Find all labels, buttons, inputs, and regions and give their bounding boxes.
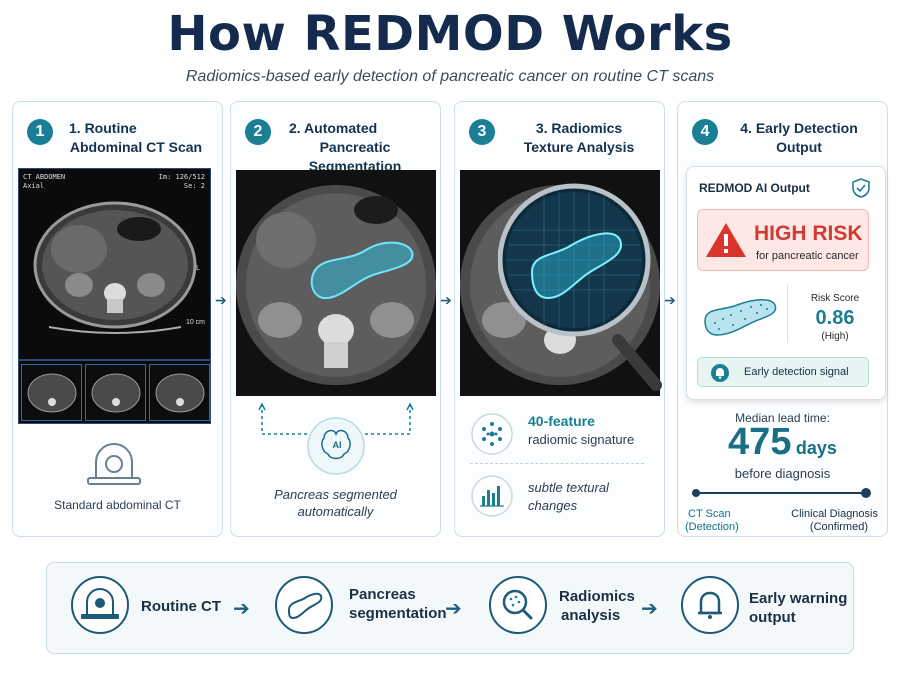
step-title-3-line1: 3. Radiomics	[535, 120, 623, 136]
segmented-ct-image	[236, 170, 436, 396]
timeline-graphic	[692, 488, 871, 498]
magnifier-icon	[502, 589, 533, 620]
step-title-4: 4. Early Detection Output	[724, 119, 874, 157]
lead-time-label: Median lead time:	[735, 411, 830, 425]
workflow-summary-bar: Routine CT ➔ Pancreas segmentation ➔ Rad…	[46, 562, 854, 654]
page-subtitle: Radiomics-based early detection of pancr…	[185, 68, 715, 85]
bell-icon	[698, 591, 722, 619]
arrow-right-icon: ➔	[440, 292, 452, 308]
step-caption-2-line2: automatically	[297, 504, 374, 519]
timeline-start-2: (Detection)	[685, 521, 739, 533]
flow-label-3-line2: analysis	[561, 607, 621, 624]
ct-thumb-graphic	[91, 373, 141, 413]
flow-icon-radiomics	[489, 576, 547, 634]
arrow-right-icon: ➔	[664, 292, 676, 308]
step-title-1: 1. Routine Abdominal CT Scan	[61, 119, 211, 157]
flow-label-2-line2: segmentation	[349, 605, 447, 622]
timeline-end-2: (Confirmed)	[809, 521, 868, 533]
risk-score-label: Risk Score	[810, 293, 860, 304]
lead-time-unit: days	[795, 438, 837, 458]
magnifier-icon	[498, 183, 662, 391]
score-divider	[787, 285, 788, 343]
step-title-3: 3. Radiomics Texture Analysis	[509, 119, 649, 157]
warning-icon	[706, 223, 746, 257]
ai-output-card: REDMOD AI Output HIGH RISK for pancreati…	[686, 166, 886, 400]
ai-brain-icon	[258, 402, 414, 475]
ct-label-top-right-2: Se: 2	[183, 182, 205, 190]
ct-thumb-graphic	[155, 373, 205, 413]
step-title-1-line1: 1. Routine	[69, 120, 137, 136]
risk-score-value: 0.86	[815, 307, 855, 329]
step-number-2: 2	[245, 119, 271, 145]
flow-icon-warning	[681, 576, 739, 634]
ct-scanner-icon	[87, 443, 141, 485]
flow-label-3-line1: Radiomics	[559, 588, 635, 605]
timeline-end-1: Clinical Diagnosis	[791, 508, 878, 520]
page-title: How REDMOD Works	[167, 6, 733, 62]
pancreas-texture-icon	[704, 299, 777, 336]
feature1-rest: radiomic signature	[528, 432, 635, 447]
ct-label-top-right-1: Im: 126/512	[158, 173, 205, 181]
arrow-right-icon: ➔	[641, 598, 658, 620]
flow-label-1: Routine CT	[141, 598, 221, 615]
feature1-bold: 40-feature	[528, 413, 595, 429]
risk-label: HIGH RISK	[754, 222, 863, 245]
ct-label-top-left-2: Axial	[23, 182, 45, 190]
feature-dots-icon	[471, 413, 513, 455]
lead-time-caption: before diagnosis	[734, 466, 831, 481]
output-card-title: REDMOD AI Output	[699, 181, 810, 195]
ct-marker-l: L	[196, 265, 200, 272]
step-number-3: 3	[469, 119, 495, 145]
ct-label-top-left-1: CT ABDOMEN	[23, 173, 66, 181]
step-title-2-line1: 2. Automated	[289, 120, 378, 136]
ct-thumbnail-strip	[18, 360, 211, 424]
flow-label-2-line1: Pancreas	[349, 586, 416, 603]
lead-time-row: 475 days	[677, 421, 888, 464]
bell-icon	[711, 364, 729, 382]
flow-icon-pancreas	[275, 576, 333, 634]
ct-thumbnail-3[interactable]	[149, 364, 210, 421]
segmented-ct-graphic	[236, 170, 436, 396]
arrow-right-icon: ➔	[233, 598, 250, 620]
step-title-4-line2: Output	[776, 139, 822, 155]
flow-label-4-line1: Early warning	[749, 590, 848, 607]
step-title-1-line2: Abdominal CT Scan	[69, 139, 203, 155]
feature-divider	[470, 463, 644, 464]
ct-thumbnail-1[interactable]	[21, 364, 82, 421]
lead-time-value: 475	[728, 421, 792, 463]
step-number-4: 4	[692, 119, 718, 145]
ct-thumb-graphic	[27, 373, 77, 413]
ct-scale-label: 10 cm	[185, 319, 205, 326]
feature2-line2: changes	[528, 498, 578, 513]
feature2-line1: subtle textural	[528, 480, 609, 495]
step-caption-2-line1: Pancreas segmented	[274, 487, 397, 502]
early-detection-signal: Early detection signal	[697, 357, 869, 387]
ct-scan-graphic	[19, 169, 210, 359]
ct-scan-image: CT ABDOMEN Axial Im: 126/512 Se: 2 L 10 …	[18, 168, 211, 360]
pancreas-icon	[287, 592, 323, 620]
ai-label: AI	[332, 440, 342, 450]
shield-check-icon	[852, 178, 870, 198]
ct-scanner-icon	[81, 588, 119, 619]
high-risk-box: HIGH RISK for pancreatic cancer	[697, 209, 869, 271]
arrow-right-icon: ➔	[215, 292, 227, 308]
signal-label: Early detection signal	[744, 366, 849, 378]
risk-sub: for pancreatic cancer	[756, 250, 859, 262]
step-title-4-line1: 4. Early Detection	[740, 120, 858, 136]
flow-icon-ct	[71, 576, 129, 634]
step-caption-1: Standard abdominal CT	[54, 498, 181, 512]
step-number-1: 1	[27, 119, 53, 145]
timeline-start-1: CT Scan	[688, 508, 731, 520]
step-title-3-line2: Texture Analysis	[523, 139, 635, 155]
arrow-right-icon: ➔	[445, 598, 462, 620]
ct-thumbnail-2[interactable]	[85, 364, 146, 421]
flow-label-4-line2: output	[749, 609, 796, 626]
step-title-2: 2. Automated Pancreatic Segmentation	[275, 119, 435, 176]
risk-score-level: (High)	[821, 331, 849, 342]
bar-chart-icon	[471, 475, 513, 517]
